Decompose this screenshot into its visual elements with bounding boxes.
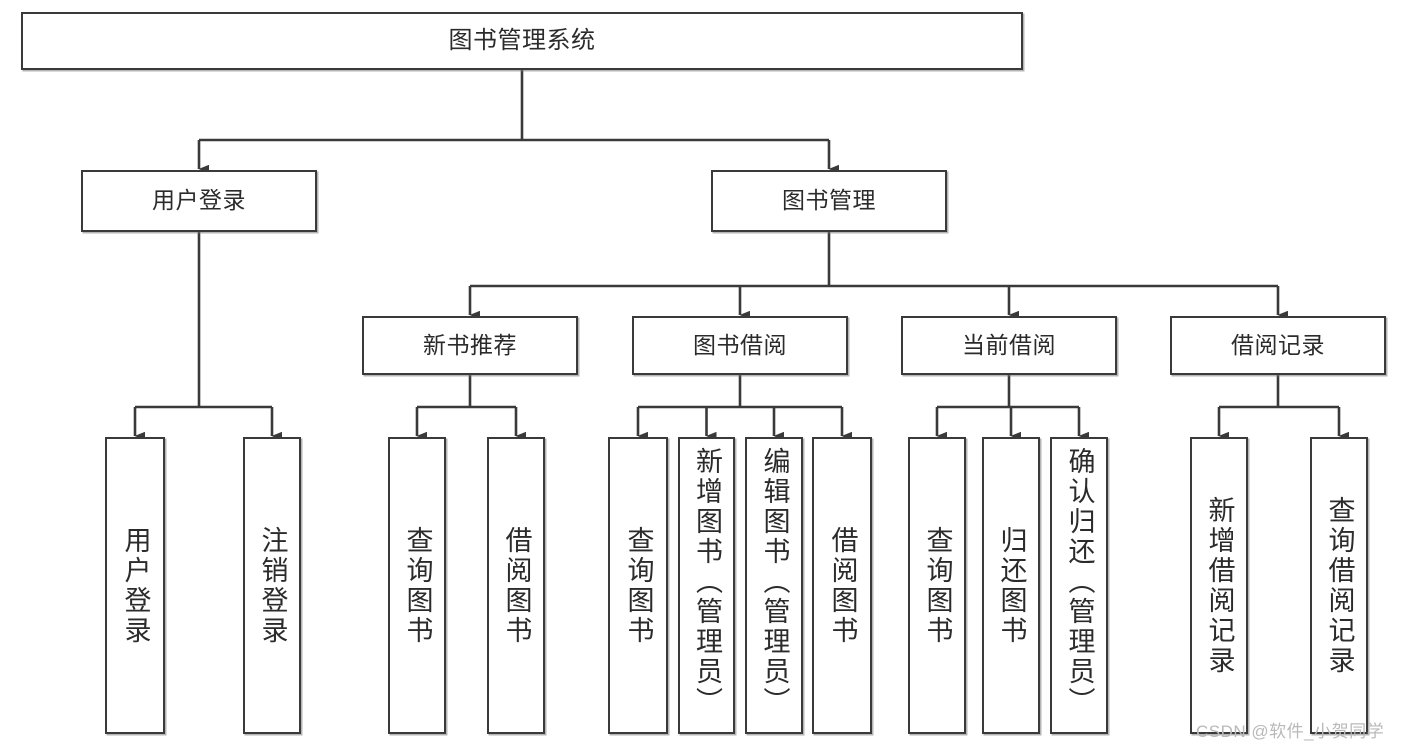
node-label: 用户登录 xyxy=(152,187,246,214)
node-leaf-add-book[interactable]: 新增图书（管理员） xyxy=(678,437,735,734)
node-book-manage[interactable]: 图书管理 xyxy=(711,170,947,232)
node-label: 查询图书 xyxy=(402,525,433,646)
node-leaf-user-login[interactable]: 用户登录 xyxy=(105,437,165,734)
node-leaf-borrow-book-2[interactable]: 借阅图书 xyxy=(812,437,872,734)
node-leaf-query-book-2[interactable]: 查询图书 xyxy=(608,437,668,734)
node-leaf-borrow-book-1[interactable]: 借阅图书 xyxy=(487,437,545,734)
node-label: 图书管理系统 xyxy=(448,26,596,54)
node-label: 借阅图书 xyxy=(827,525,858,646)
node-label: 查询图书 xyxy=(623,525,654,646)
node-leaf-return-book[interactable]: 归还图书 xyxy=(982,437,1040,734)
node-leaf-query-book-3[interactable]: 查询图书 xyxy=(908,437,966,734)
node-label: 新书推荐 xyxy=(423,331,517,358)
node-label: 查询借阅记录 xyxy=(1324,495,1355,676)
node-label: 归还图书 xyxy=(996,525,1027,646)
node-label: 用户登录 xyxy=(120,525,151,646)
node-borrow-record[interactable]: 借阅记录 xyxy=(1170,316,1386,375)
node-leaf-query-record[interactable]: 查询借阅记录 xyxy=(1310,437,1368,734)
node-label: 编辑图书（管理员） xyxy=(759,447,790,717)
node-label: 借阅记录 xyxy=(1231,331,1325,358)
node-book-borrow[interactable]: 图书借阅 xyxy=(632,316,848,375)
node-label: 图书管理 xyxy=(782,187,876,214)
node-leaf-logout[interactable]: 注销登录 xyxy=(243,437,301,734)
node-label: 确认归还（管理员） xyxy=(1064,447,1095,717)
node-label: 图书借阅 xyxy=(693,331,787,358)
node-new-book-recommend[interactable]: 新书推荐 xyxy=(362,316,578,375)
node-leaf-query-book-1[interactable]: 查询图书 xyxy=(388,437,446,734)
node-current-borrow[interactable]: 当前借阅 xyxy=(901,316,1117,375)
node-label: 当前借阅 xyxy=(962,331,1056,358)
node-label: 新增图书（管理员） xyxy=(692,447,722,717)
node-label: 注销登录 xyxy=(257,525,288,646)
node-label: 查询图书 xyxy=(922,525,953,646)
node-leaf-add-record[interactable]: 新增借阅记录 xyxy=(1190,437,1248,734)
node-leaf-confirm-return[interactable]: 确认归还（管理员） xyxy=(1050,437,1108,734)
node-root-图书管理系统[interactable]: 图书管理系统 xyxy=(21,12,1023,70)
node-label: 新增借阅记录 xyxy=(1204,495,1235,676)
node-label: 借阅图书 xyxy=(501,525,532,646)
node-leaf-edit-book[interactable]: 编辑图书（管理员） xyxy=(745,437,803,734)
node-user-login[interactable]: 用户登录 xyxy=(81,170,317,232)
